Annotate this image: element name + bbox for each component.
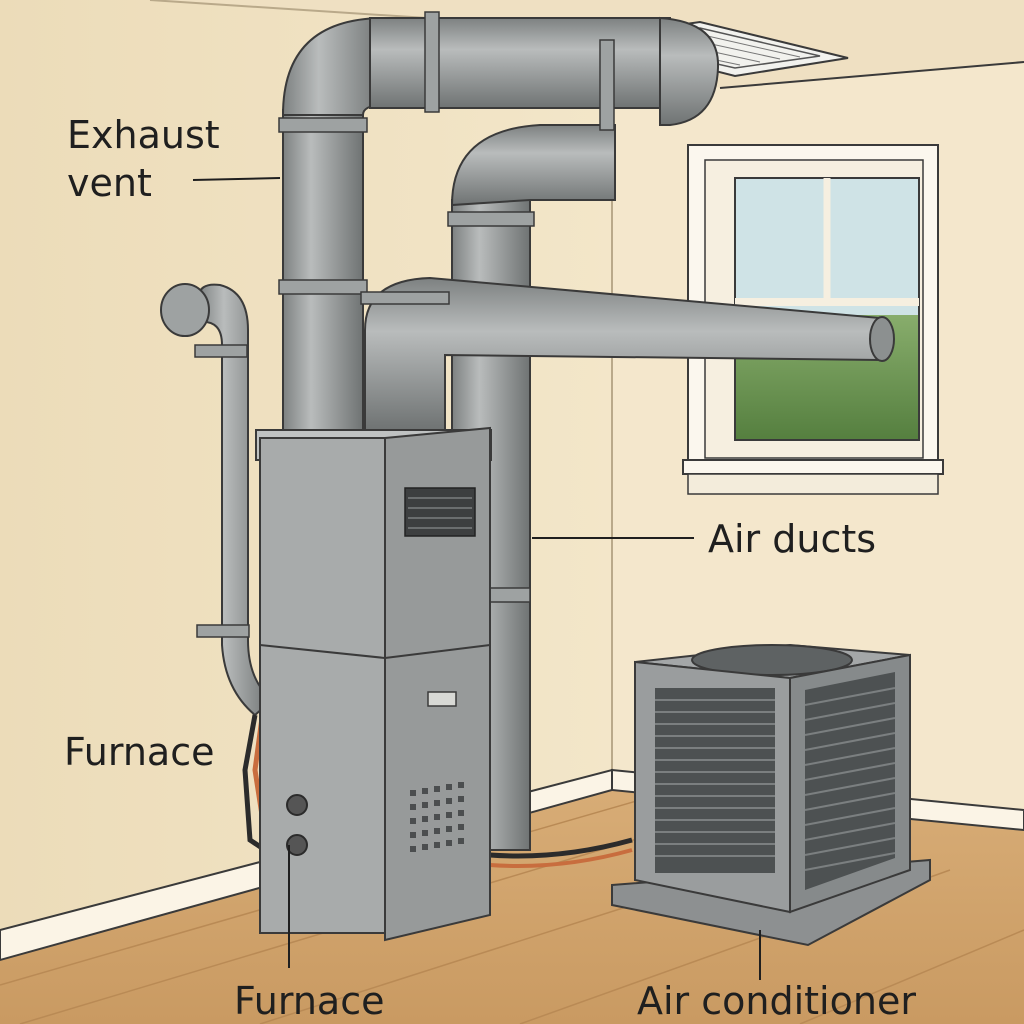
exhaust-vent-pipe bbox=[278, 11, 720, 431]
exhaust-vent-leader bbox=[192, 177, 281, 181]
ac-fan-icon bbox=[691, 644, 853, 676]
exhaust-vent-label-line2: vent bbox=[67, 161, 152, 205]
horizontal-air-duct bbox=[360, 276, 895, 431]
air-ducts-label: Air ducts bbox=[708, 517, 877, 561]
leader-lines bbox=[192, 177, 761, 980]
air-conditioner-unit bbox=[611, 643, 931, 947]
furnace-louver-holes bbox=[410, 782, 464, 852]
furnace-label-bottom: Furnace bbox=[234, 979, 385, 1023]
furnace-unit bbox=[255, 426, 492, 942]
window bbox=[682, 144, 944, 495]
furnace-label-left: Furnace bbox=[64, 730, 215, 774]
exhaust-vent-label-line1: Exhaust bbox=[67, 113, 220, 157]
air-conditioner-label: Air conditioner bbox=[637, 979, 916, 1023]
